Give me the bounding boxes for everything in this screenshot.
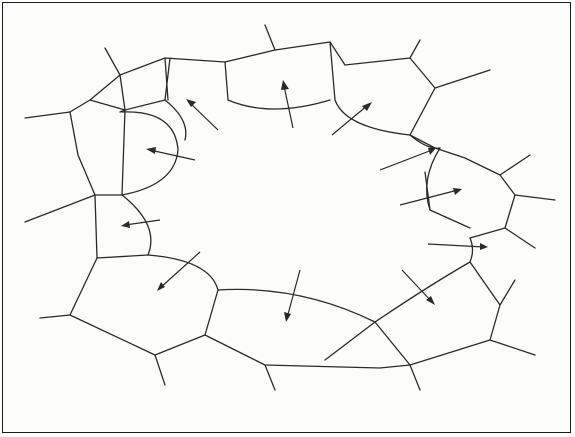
cell-wall <box>410 40 420 58</box>
cell-wall-curved <box>218 289 375 322</box>
arrow <box>380 148 436 170</box>
cell-wall-curved <box>122 112 178 195</box>
cell-wall-curved <box>165 100 186 140</box>
cell-wall-curved <box>228 100 330 109</box>
cell-wall <box>25 112 70 118</box>
cell-wall <box>205 262 500 368</box>
cell-wall <box>410 135 515 238</box>
cell-wall-curved <box>470 238 473 262</box>
cell-wall <box>95 110 125 195</box>
cell-wall <box>505 228 535 248</box>
arrow <box>402 270 435 305</box>
cell-wall <box>70 100 95 195</box>
cell-wall <box>155 355 165 385</box>
cell-wall <box>265 25 275 50</box>
arrow <box>428 243 488 250</box>
cell-wall <box>40 315 70 318</box>
cell-wall <box>435 70 490 88</box>
cell-walls <box>25 25 555 390</box>
cell-wall <box>410 365 420 390</box>
arrow <box>157 252 200 291</box>
cell-wall-curved <box>148 255 218 290</box>
cell-wall <box>90 58 170 110</box>
cell-wall <box>500 280 515 305</box>
cell-wall <box>70 258 218 355</box>
cell-wall <box>330 42 335 100</box>
cell-wall <box>120 75 125 112</box>
cell-wall <box>225 62 228 100</box>
arrow <box>281 80 293 128</box>
cell-wall <box>325 322 375 360</box>
cell-wall <box>490 340 535 355</box>
cell-wall <box>90 42 435 135</box>
cell-wall-curved <box>335 100 410 135</box>
arrow <box>146 147 195 160</box>
cell-wall <box>375 322 410 365</box>
arrows <box>121 80 488 322</box>
cell-wall <box>95 195 148 258</box>
arrow <box>400 188 462 205</box>
cell-wall <box>515 195 555 200</box>
cell-wall <box>265 365 275 390</box>
cell-wall <box>105 48 120 75</box>
cell-wall <box>500 155 530 175</box>
arrow <box>186 99 218 130</box>
cell-wall <box>25 195 95 222</box>
cell-wall <box>425 172 470 228</box>
arrow <box>121 220 160 228</box>
